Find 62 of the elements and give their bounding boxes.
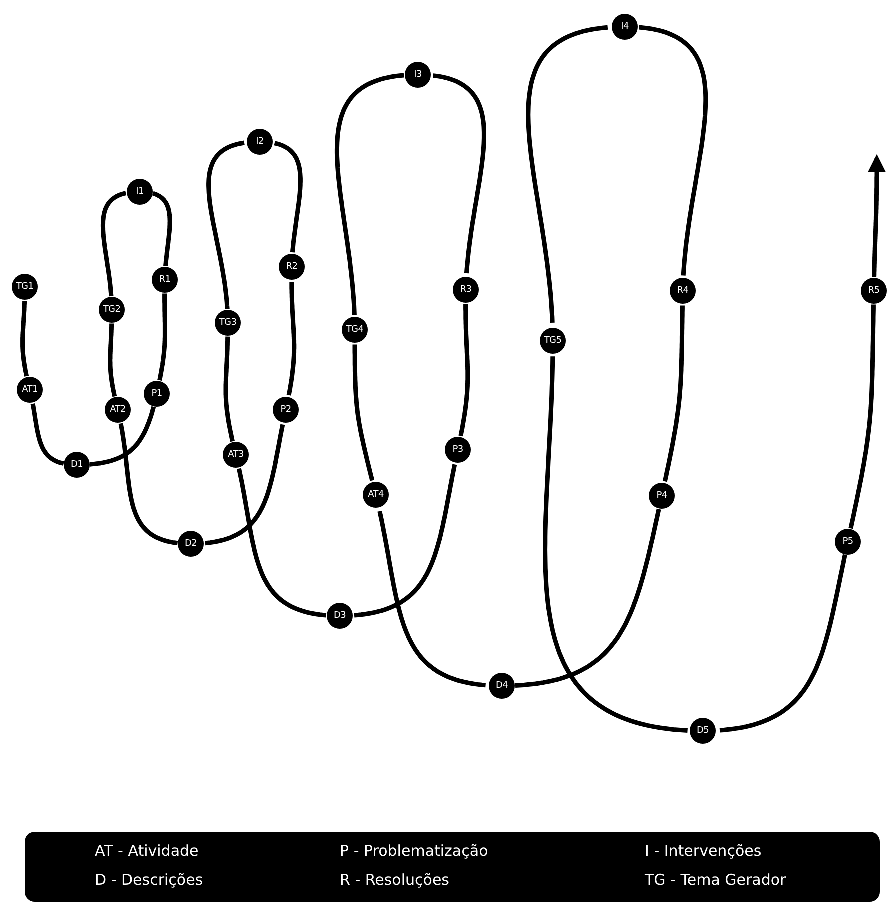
spiral-line [662,306,685,482]
step-circle: I4 [612,14,638,40]
spiral-line [158,293,168,382]
step-circle: I1 [127,179,153,205]
spiral-line [224,336,235,442]
spiral-line [90,406,156,467]
step-circle: AT2 [105,397,131,423]
spiral-line [334,73,404,316]
spiral-line [639,25,708,276]
step-circle: AT4 [363,482,389,508]
spiral-line [378,510,486,688]
spiral-line [354,464,458,618]
spiral-line [108,322,118,398]
spiral-line [286,282,297,396]
legend-text: R - Resoluções [340,871,450,889]
legend-text: I - Intervenções [645,842,762,860]
step-circle: AT1 [17,377,43,403]
spiral-line [20,300,30,378]
legend-text: D - Descrições [95,871,204,889]
legend-text: AT - Atividade [95,842,199,860]
spiral-line [100,191,127,297]
step-circle: I3 [405,62,431,88]
spiral-line [848,304,876,530]
spiral-line [274,141,303,253]
spiral-line [352,344,375,482]
spiral-line [152,191,172,268]
spiral-line [118,423,178,546]
spiral-line [543,356,688,733]
step-circle: P4 [649,483,675,509]
step-circle: P5 [835,529,861,555]
spiral-line [433,74,486,274]
legend-text: P - Problematização [340,842,488,860]
step-circle: D1 [64,452,90,478]
step-circle: P1 [144,381,170,407]
step-circle: AT3 [223,442,249,468]
step-circle: TG3 [215,310,241,336]
spiral-line [30,403,65,466]
spiral-line [515,508,662,688]
step-circle: R4 [670,278,696,304]
spiral-line [526,25,608,323]
legend-text: TG - Tema Gerador [645,871,786,889]
spiral-line [720,554,848,733]
step-circle: R2 [279,254,305,280]
step-circle: D3 [327,603,353,629]
spiral-line [205,424,286,546]
step-circle: D2 [178,531,204,557]
step-circle: D4 [489,673,515,699]
step-circle: TG5 [540,328,566,354]
step-circle: R5 [861,278,887,304]
step-circle: R3 [453,277,479,303]
step-circle: P2 [273,397,299,423]
spiral-line [206,140,245,310]
spiral-line [458,304,470,437]
step-circle: TG4 [342,317,368,343]
step-circle: TG1 [12,274,38,300]
step-circle: D5 [690,718,716,744]
step-circle: I2 [247,129,273,155]
arrow [868,154,886,278]
step-circle: R1 [152,267,178,293]
step-circle: TG2 [99,297,125,323]
step-circle: P3 [445,437,471,463]
spiral-line [237,468,327,618]
